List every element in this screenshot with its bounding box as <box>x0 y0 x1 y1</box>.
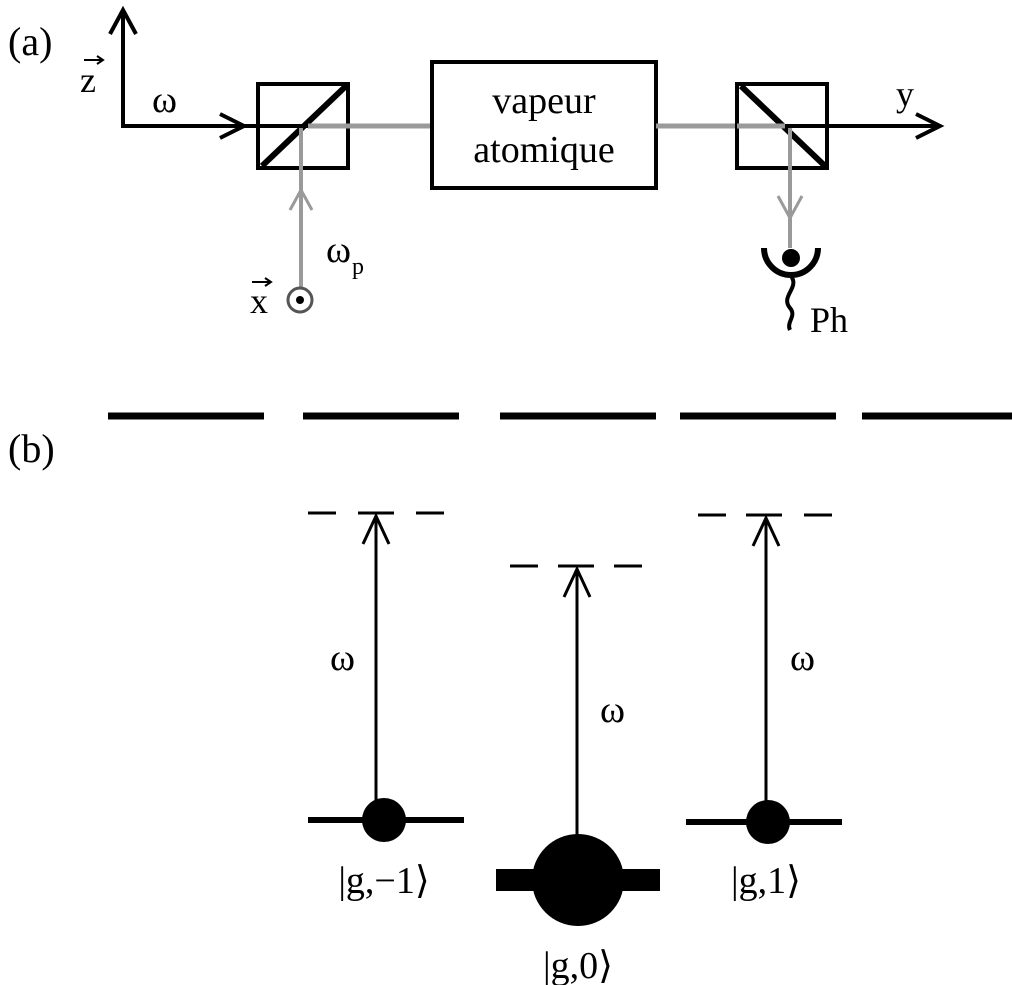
photodetector-label: Ph <box>810 300 848 340</box>
panel-a: (a) z ω ω p x vapeur atomique <box>8 5 945 340</box>
probe-output-arrowhead <box>776 195 804 222</box>
z-axis-label: z <box>80 60 96 100</box>
transition-left: ω |g,−1⟩ <box>308 511 464 902</box>
population-dot-center <box>532 834 624 926</box>
population-dot-left <box>362 798 406 842</box>
y-axis-label: y <box>896 74 914 114</box>
ket-label-right: |g,1⟩ <box>731 860 801 902</box>
ket-label-left: |g,−1⟩ <box>338 860 429 902</box>
transition-right: ω |g,1⟩ <box>686 513 842 902</box>
panel-b-label: (b) <box>8 426 55 471</box>
photodetector-wire <box>785 274 796 331</box>
probe-omega-label: ω <box>326 229 351 271</box>
panel-a-label: (a) <box>8 19 52 64</box>
transition-center: ω |g,0⟩ <box>496 564 660 985</box>
cell-label-line2: atomique <box>473 129 614 171</box>
omega-label-left: ω <box>330 637 355 679</box>
output-beam-arrowhead <box>915 112 945 140</box>
probe-omega-subscript: p <box>352 254 364 280</box>
panel-b: (b) ω |g,−1⟩ ω <box>8 412 1012 985</box>
x-axis-label: x <box>250 281 268 321</box>
beam-omega-label: ω <box>152 79 177 121</box>
population-dot-right <box>746 800 790 844</box>
x-axis-out-of-plane-icon <box>286 286 314 314</box>
photodetector-icon <box>782 249 800 267</box>
probe-beam-arrowhead <box>288 186 314 211</box>
input-beam-arrowhead <box>219 112 249 140</box>
omega-label-center: ω <box>600 689 625 731</box>
z-axis-arrowhead <box>108 5 138 35</box>
omega-label-right: ω <box>790 637 815 679</box>
cell-label-line1: vapeur <box>492 80 596 122</box>
ket-label-center: |g,0⟩ <box>543 945 613 985</box>
